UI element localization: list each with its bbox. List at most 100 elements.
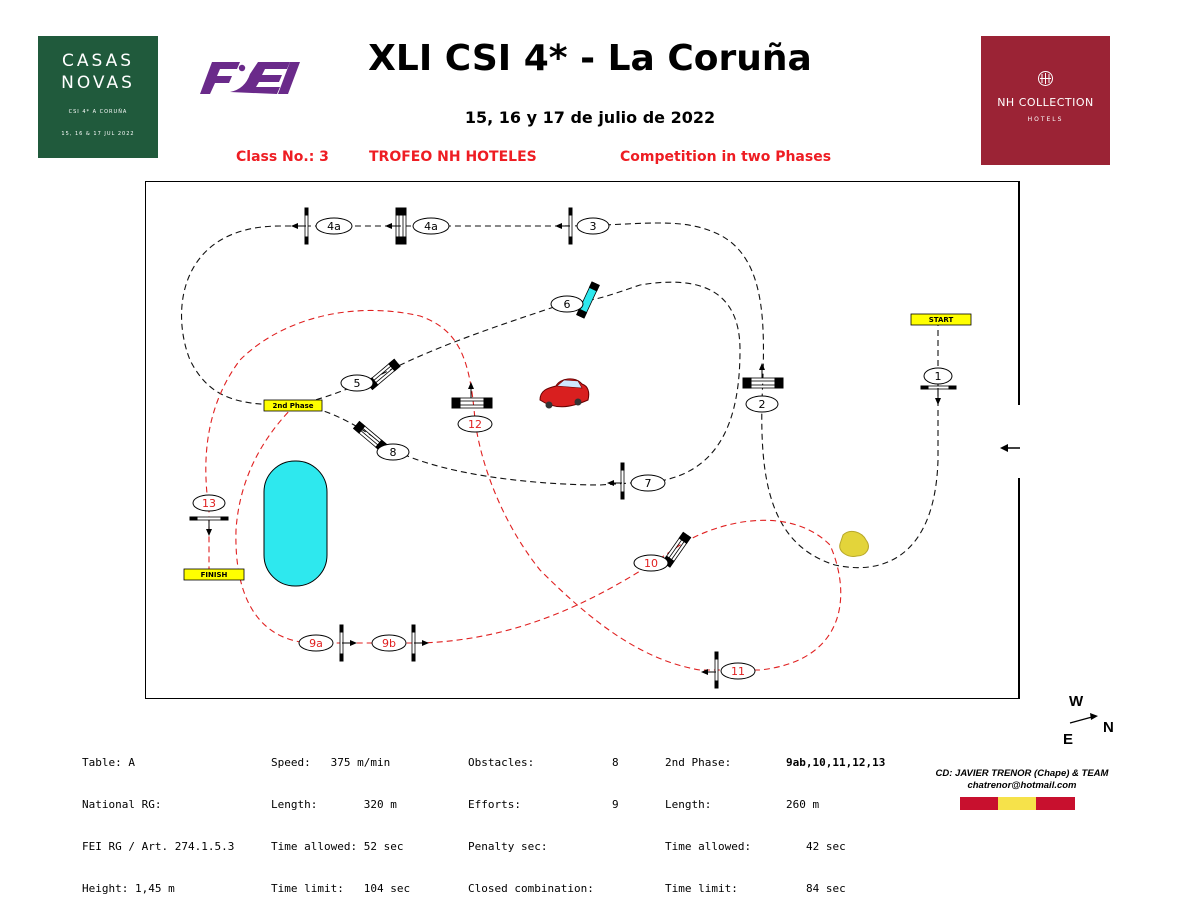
casas-logo-line1: CASAS (61, 51, 135, 71)
info-phase2-value: 9ab,10,11,12,13 (786, 756, 886, 769)
label-1: 1 (923, 367, 953, 385)
obstacle-number-12: 12 (468, 418, 482, 431)
label-9a: 9a (298, 634, 334, 652)
info-obstacles-value: 8 (612, 756, 619, 769)
obstacle-number-8: 8 (390, 446, 397, 459)
compass-w: W (1069, 693, 1084, 710)
obstacle-number-9a: 9a (309, 637, 323, 650)
compass-n: N (1103, 719, 1114, 736)
start-label: START (929, 316, 954, 324)
fence-4a-2 (291, 207, 309, 245)
label-5: 5 (340, 374, 374, 392)
obstacle-number-10: 10 (644, 557, 658, 570)
fence-2 (742, 363, 784, 389)
obstacle-number-5: 5 (354, 377, 361, 390)
markers: START FINISH 2nd Phase (183, 313, 972, 581)
course-diagram: 1 2 3 4a 4a 5 6 7 8 9a 9b 10 11 12 13 ST… (145, 181, 1020, 699)
obstacle-number-2: 2 (759, 398, 766, 411)
fence-1 (920, 385, 957, 405)
info-length: Length: 320 m (271, 798, 397, 811)
label-11: 11 (720, 662, 756, 680)
info-phase2-length: 260 m (786, 798, 820, 811)
fei-logo (200, 62, 300, 94)
phase2-route (205, 310, 842, 671)
label-4a-1: 4a (412, 217, 450, 235)
obstacle-number-6: 6 (564, 298, 571, 311)
casas-logo-line2: NOVAS (61, 73, 135, 93)
finish-label: FINISH (201, 571, 228, 579)
info-column-2: Speed: 375 m/min Length: 320 m Time allo… (271, 728, 410, 910)
info-obstacles-label: Obstacles: (468, 756, 535, 769)
compass: W N E (1063, 693, 1114, 748)
credit-email: chatrenor@hotmail.com (967, 780, 1077, 791)
info-phase2-tl-label: Time limit: (665, 882, 738, 895)
nh-collection-text: NH COLLECTION (997, 96, 1094, 109)
car-decoration (539, 378, 590, 409)
compass-e: E (1063, 731, 1073, 748)
info-column-1: Table: A National RG: FEI RG / Art. 274.… (82, 728, 234, 910)
fence-11 (701, 651, 719, 689)
credit-line1: CD: JAVIER TRENOR (Chape) & TEAM (935, 768, 1109, 779)
fence-7 (607, 462, 625, 500)
info-table: Table: A (82, 756, 135, 769)
exit-arrow (1000, 444, 1020, 452)
fence-9b (411, 624, 429, 662)
info-column-4-values: 9ab,10,11,12,13 260 m 42 sec 84 sec (786, 728, 885, 910)
course-designer-credit: CD: JAVIER TRENOR (Chape) & TEAM chatren… (922, 768, 1122, 792)
info-efforts-value: 9 (612, 798, 619, 811)
obstacle-number-1: 1 (935, 370, 942, 383)
trophy-name: TROFEO NH HOTELES (369, 149, 537, 165)
obstacle-labels: 1 2 3 4a 4a 5 6 7 8 9a 9b 10 11 12 13 (192, 217, 953, 680)
casas-novas-logo: CASAS NOVAS CSI 4* A CORUÑA 15, 16 & 17 … (38, 36, 158, 158)
page-title: XLI CSI 4* - La Coruña (368, 38, 812, 79)
fence-12 (451, 382, 493, 409)
flag-red-right (1036, 797, 1075, 810)
arena-border (145, 181, 1020, 699)
flag-red-left (960, 797, 998, 810)
label-7: 7 (630, 474, 666, 492)
info-column-3: Obstacles: Efforts: Penalty sec: Closed … (468, 728, 594, 910)
label-12: 12 (457, 415, 493, 433)
info-column-4-labels: 2nd Phase: Length: Time allowed: Time li… (665, 728, 751, 910)
second-phase-label: 2nd Phase (272, 402, 313, 410)
label-13: 13 (192, 494, 226, 512)
fence-3 (555, 207, 573, 245)
competition-type: Competition in two Phases (620, 149, 832, 165)
info-phase2-ta-label: Time allowed: (665, 840, 752, 853)
info-fei-rg: FEI RG / Art. 274.1.5.3 (82, 840, 235, 853)
nh-emblem-icon (1038, 71, 1053, 86)
label-8: 8 (376, 443, 410, 461)
event-dates: 15, 16 y 17 de julio de 2022 (464, 108, 716, 127)
fence-4a-1 (385, 207, 407, 245)
obstacle-number-4a: 4a (424, 220, 438, 233)
info-phase2-length-label: Length: (665, 798, 712, 811)
fence-10 (661, 531, 692, 568)
info-time-allowed: Time allowed: 52 sec (271, 840, 404, 853)
class-number: Class No.: 3 (236, 149, 329, 165)
casas-logo-small2: 15, 16 & 17 JUL 2022 (61, 131, 135, 137)
casas-logo-small1: CSI 4* A CORUÑA (68, 109, 128, 115)
nh-hotels-text: HOTELS (1027, 116, 1064, 123)
label-10: 10 (633, 554, 669, 572)
obstacle-number-7: 7 (645, 477, 652, 490)
fence-6 (576, 281, 600, 319)
finish-marker: FINISH (183, 568, 245, 581)
water-jump (263, 460, 328, 587)
info-time-limit: Time limit: 104 sec (271, 882, 411, 895)
fence-9a (339, 624, 357, 662)
label-2: 2 (745, 395, 779, 413)
label-3: 3 (576, 217, 610, 235)
info-penalty: Penalty sec: (468, 840, 548, 853)
label-4a-2: 4a (315, 217, 353, 235)
label-9b: 9b (371, 634, 407, 652)
flower-decoration (839, 530, 869, 557)
info-national-rg: National RG: (82, 798, 162, 811)
start-marker: START (910, 313, 972, 326)
flag-yellow (998, 797, 1036, 810)
info-closed: Closed combination: (468, 882, 594, 895)
obstacle-number-3: 3 (590, 220, 597, 233)
info-column-3-values: 8 9 (612, 728, 625, 826)
info-speed: Speed: 375 m/min (271, 756, 391, 769)
info-phase2-tl: 84 sec (806, 882, 846, 895)
obstacle-number-9b: 9b (382, 637, 396, 650)
